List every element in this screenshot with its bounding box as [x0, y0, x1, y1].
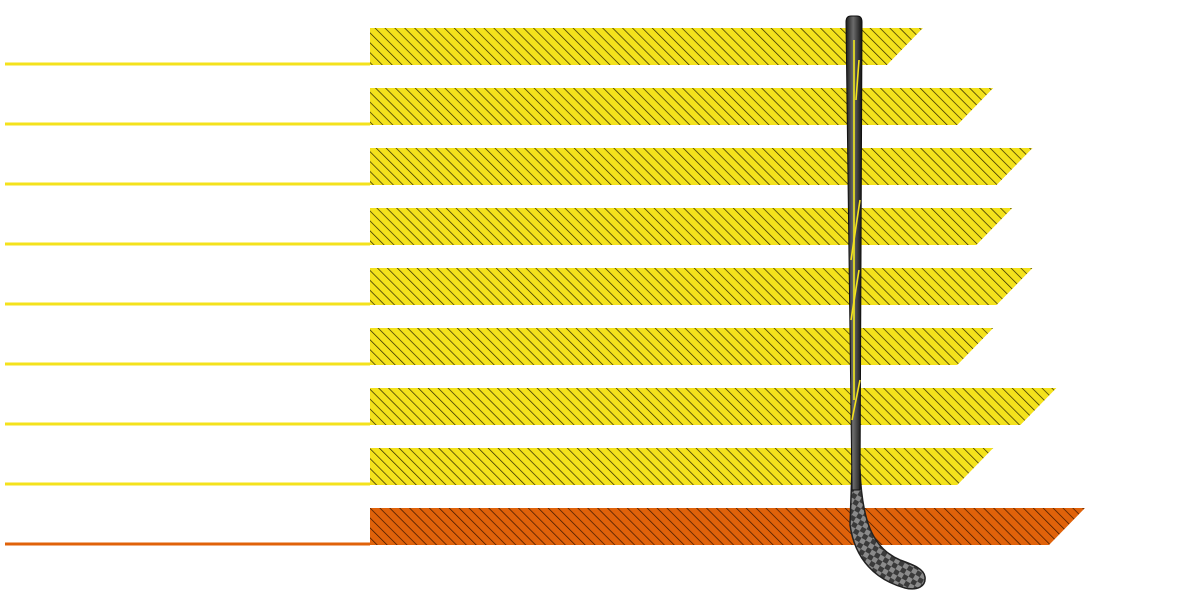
bar [370, 88, 994, 125]
bar [370, 508, 1085, 545]
bar [370, 268, 1033, 305]
bar [370, 448, 994, 485]
bar [370, 208, 1013, 245]
stick-graphic [850, 59, 861, 421]
bar [370, 28, 923, 65]
hockey-stick-icon [845, 15, 926, 590]
stick-blade [849, 469, 926, 590]
bar [370, 388, 1057, 425]
bar [370, 148, 1033, 185]
bar [370, 328, 994, 365]
stick-stripe [853, 40, 855, 400]
